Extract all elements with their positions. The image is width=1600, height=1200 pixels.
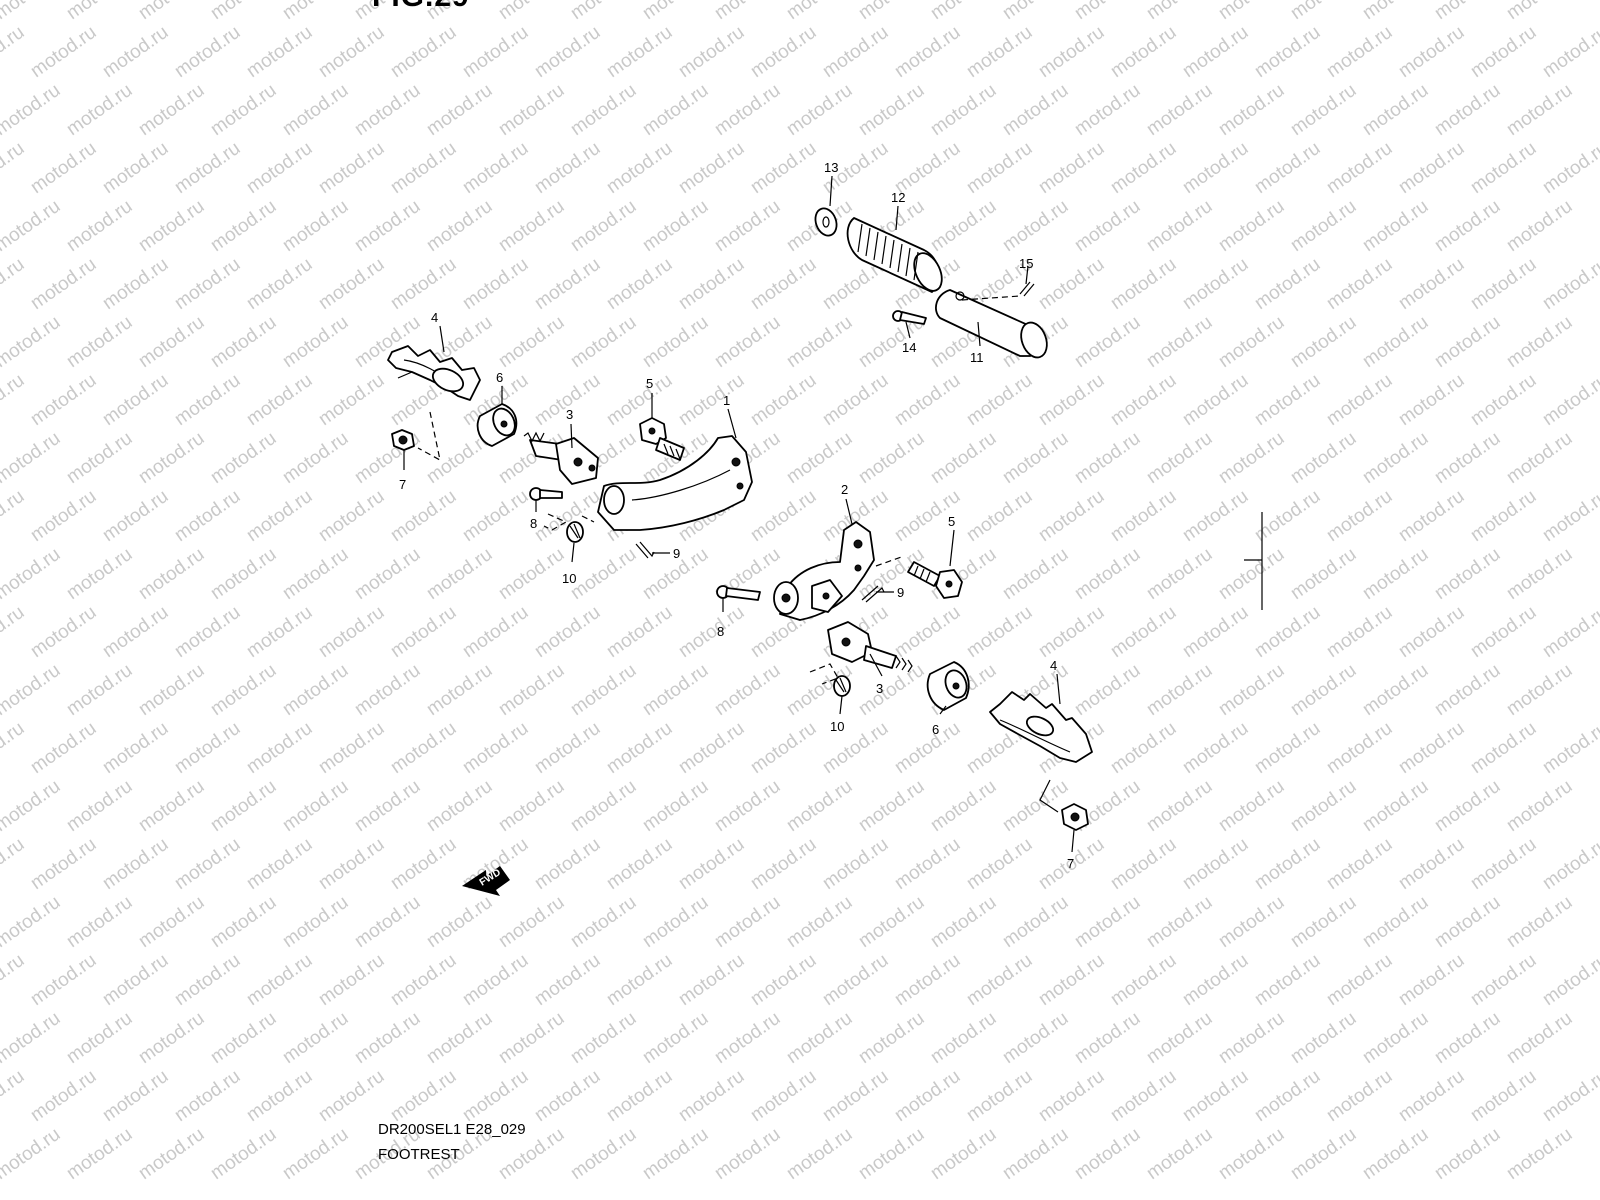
svg-text:9: 9: [673, 546, 680, 561]
callout-3a: 3: [566, 407, 573, 449]
svg-text:2: 2: [841, 482, 848, 497]
bolt-left: [639, 417, 685, 461]
svg-text:13: 13: [824, 160, 838, 175]
callout-13: 13: [824, 160, 838, 207]
footrest-bracket-right: [773, 521, 875, 621]
figure-title: FIG.29: [372, 0, 470, 14]
svg-text:10: 10: [830, 719, 844, 734]
cotter-pin-15: [961, 281, 1035, 301]
callout-6b: 6: [932, 705, 947, 737]
callout-14: 14: [902, 321, 916, 355]
spring-right: [809, 663, 851, 697]
svg-text:6: 6: [496, 370, 503, 385]
callout-12: 12: [891, 190, 905, 231]
callout-5b: 5: [948, 514, 955, 567]
pivot-pin-left: [523, 431, 599, 485]
callout-4a: 4: [431, 310, 445, 353]
cotter-pin-left: [635, 541, 655, 559]
bushing-left: [476, 403, 518, 447]
spring-left: [543, 513, 595, 543]
svg-text:7: 7: [1067, 856, 1074, 871]
callout-2: 2: [841, 482, 853, 525]
pivot-pin-right: [827, 621, 913, 673]
footrest-bracket-left: [597, 435, 753, 531]
clevis-pin-right: [716, 585, 761, 601]
callout-7b: 7: [1067, 829, 1075, 871]
callout-4b: 4: [1050, 658, 1061, 705]
svg-text:12: 12: [891, 190, 905, 205]
footrest-peg-right: [989, 691, 1093, 813]
svg-text:4: 4: [1050, 658, 1057, 673]
svg-text:15: 15: [1019, 256, 1033, 271]
svg-text:4: 4: [431, 310, 438, 325]
rubber-grip-12: [846, 217, 943, 293]
bushing-right: [926, 661, 970, 711]
callout-7a: 7: [399, 450, 406, 492]
svg-text:9: 9: [897, 585, 904, 600]
nut-left: [391, 429, 415, 451]
forward-direction-arrow: FWD: [462, 866, 510, 896]
svg-text:3: 3: [566, 407, 573, 422]
frame-reference-line: [1244, 512, 1263, 610]
callout-8b: 8: [717, 598, 724, 639]
svg-text:1: 1: [723, 393, 730, 408]
figure-caption: FOOTREST: [378, 1146, 460, 1163]
callout-8a: 8: [530, 500, 537, 531]
model-code: DR200SEL1 E28_029: [378, 1121, 526, 1138]
callout-5a: 5: [646, 376, 653, 418]
callout-6a: 6: [496, 370, 503, 404]
svg-text:11: 11: [970, 350, 984, 365]
callout-15: 15: [1019, 256, 1033, 285]
cotter-pin-right: [861, 585, 885, 603]
callout-9a: 9: [652, 546, 680, 561]
svg-text:7: 7: [399, 477, 406, 492]
callout-10a: 10: [562, 542, 576, 586]
svg-text:10: 10: [562, 571, 576, 586]
svg-text:14: 14: [902, 340, 916, 355]
svg-text:3: 3: [876, 681, 883, 696]
svg-text:5: 5: [948, 514, 955, 529]
callout-9b: 9: [876, 585, 904, 600]
callout-1: 1: [723, 393, 737, 439]
bolt-right: [875, 555, 963, 599]
footrest-rod-11: [935, 289, 1048, 359]
nut-right: [1061, 803, 1089, 831]
callout-10b: 10: [830, 695, 844, 734]
washer-13: [814, 207, 838, 237]
svg-text:6: 6: [932, 722, 939, 737]
callout-3b: 3: [869, 653, 883, 696]
svg-text:8: 8: [530, 516, 537, 531]
callout-11: 11: [970, 321, 984, 365]
footrest-peg-left: [387, 345, 481, 462]
svg-text:5: 5: [646, 376, 653, 391]
clevis-pin-left: [529, 487, 563, 501]
svg-text:8: 8: [717, 624, 724, 639]
clevis-pin-14: [892, 310, 927, 325]
